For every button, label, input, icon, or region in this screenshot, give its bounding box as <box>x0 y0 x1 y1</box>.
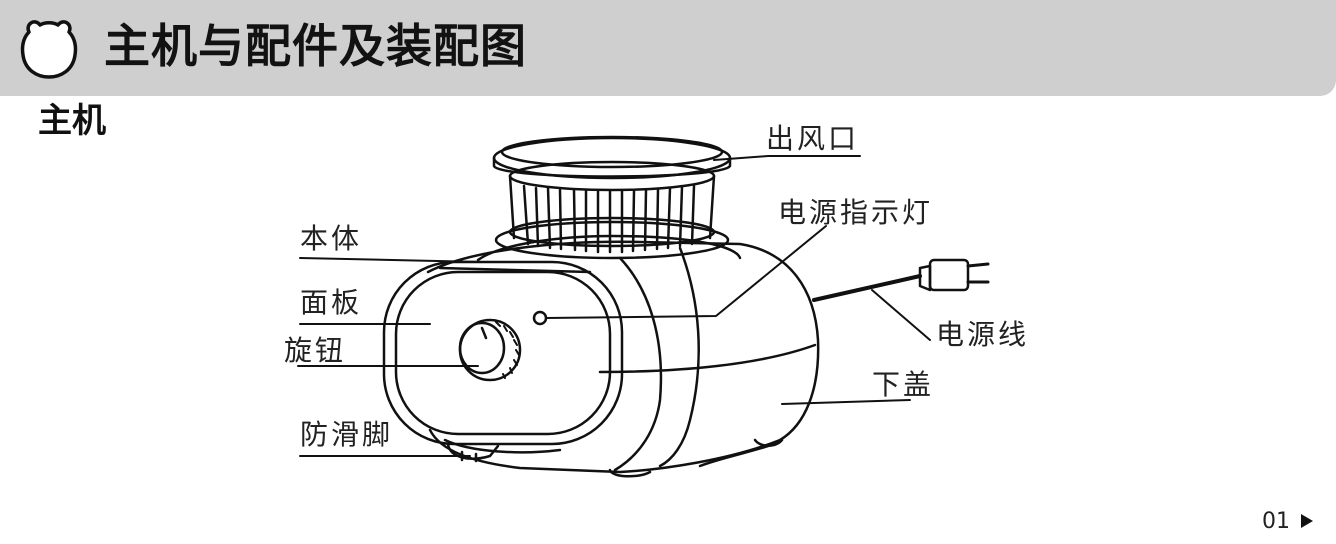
callout-air-outlet: 出风口 <box>766 122 860 155</box>
page-title: 主机与配件及装配图 <box>104 19 527 73</box>
header-band: 主机与配件及装配图 <box>0 0 1336 96</box>
page-number: 01 <box>1262 508 1290 534</box>
rotary-knob <box>458 318 522 382</box>
callout-lower-cover: 下盖 <box>872 368 935 401</box>
leader-lines <box>297 155 931 457</box>
callout-knob: 旋钮 <box>284 334 347 367</box>
power-cord-and-plug <box>812 258 990 302</box>
callout-power-cord: 电源线 <box>936 318 1030 351</box>
callout-panel: 面板 <box>300 286 363 319</box>
front-panel-outline <box>382 260 624 454</box>
callout-body: 本体 <box>300 222 363 255</box>
callout-power-indicator: 电源指示灯 <box>778 196 934 229</box>
lower-cover-outline <box>426 240 820 478</box>
power-indicator-light <box>532 310 548 326</box>
play-triangle-icon <box>1301 514 1313 528</box>
bear-face-icon <box>20 20 78 79</box>
section-title: 主机 <box>38 101 106 141</box>
air-outlet-assembly <box>476 135 742 262</box>
page-footer: 01 <box>1262 506 1314 536</box>
callout-anti-slip-feet: 防滑脚 <box>300 418 394 451</box>
